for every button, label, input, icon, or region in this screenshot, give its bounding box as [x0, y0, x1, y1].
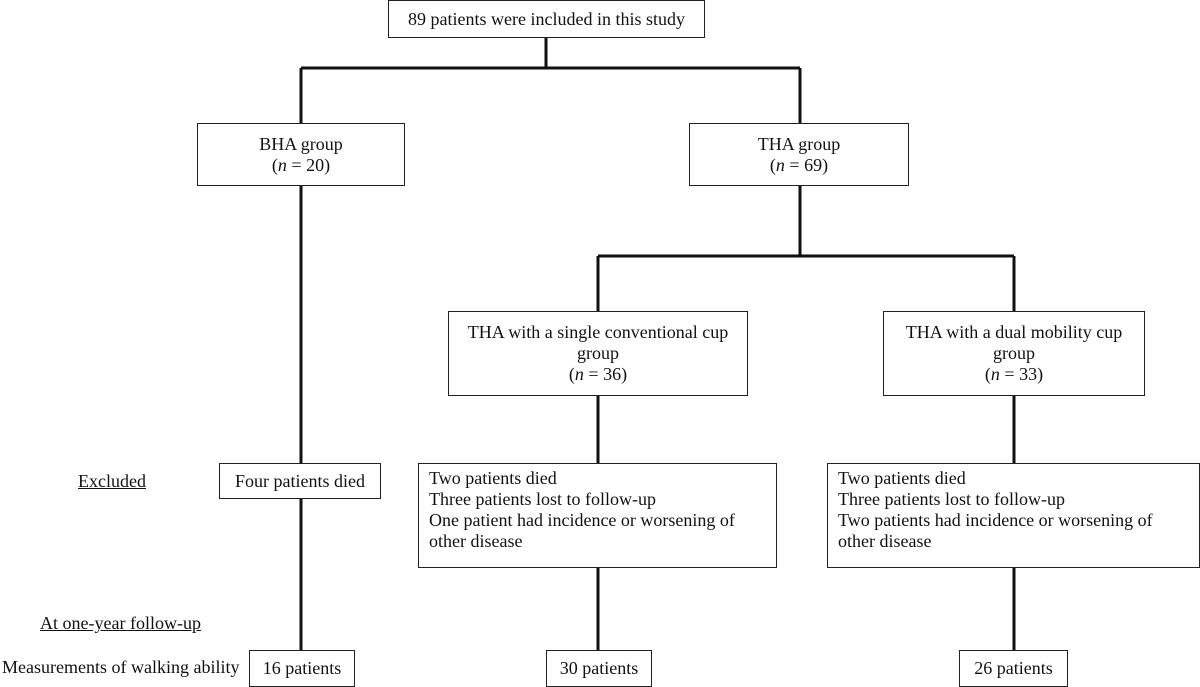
box-single-result: 30 patients — [546, 650, 652, 687]
single-excluded-line: Two patients died — [429, 468, 557, 488]
box-single-cup-group: THA with a single conventional cup group… — [448, 311, 748, 396]
tha-count: (n = 69) — [769, 154, 829, 175]
single-cup-line1: THA with a single conventional cup — [467, 322, 729, 342]
single-result-text: 30 patients — [559, 658, 639, 678]
single-excluded-line: One patient had incidence or worsening o… — [429, 510, 735, 530]
bha-title: BHA group — [259, 133, 343, 154]
box-dual-cup-group: THA with a dual mobility cup group (n = … — [883, 311, 1145, 396]
dual-result-text: 26 patients — [974, 658, 1053, 678]
dual-excluded-line: Three patients lost to follow-up — [838, 489, 1065, 509]
single-cup-line2: group — [577, 343, 619, 363]
dual-excluded-line: other disease — [838, 531, 932, 551]
box-bha-excluded: Four patients died — [219, 463, 381, 499]
dual-excluded-line: Two patients died — [838, 468, 966, 488]
box-bha-group: BHA group (n = 20) — [197, 123, 405, 186]
box-bha-result: 16 patients — [249, 650, 355, 687]
single-excluded-line: Three patients lost to follow-up — [429, 489, 656, 509]
bha-count: (n = 20) — [271, 154, 331, 175]
box-dual-result: 26 patients — [959, 650, 1068, 687]
total-patients-text: 89 patients were included in this study — [408, 8, 685, 29]
tha-title: THA group — [757, 133, 841, 154]
single-excluded-line: other disease — [429, 531, 523, 551]
label-followup: At one-year follow-up — [40, 613, 201, 633]
bha-excluded-text: Four patients died — [235, 470, 365, 491]
box-dual-excluded: Two patients died Three patients lost to… — [827, 463, 1200, 568]
label-excluded: Excluded — [78, 471, 146, 491]
bha-result-text: 16 patients — [262, 658, 342, 678]
box-tha-group: THA group (n = 69) — [689, 123, 909, 186]
dual-cup-count: (n = 33) — [984, 364, 1044, 384]
dual-excluded-line: Two patients had incidence or worsening … — [838, 510, 1153, 530]
dual-cup-line1: THA with a dual mobility cup — [905, 322, 1123, 342]
single-cup-count: (n = 36) — [568, 364, 628, 384]
label-measurements: Measurements of walking ability — [2, 657, 240, 677]
box-total-patients: 89 patients were included in this study — [388, 0, 705, 38]
box-single-excluded: Two patients died Three patients lost to… — [418, 463, 777, 568]
dual-cup-line2: group — [993, 343, 1035, 363]
